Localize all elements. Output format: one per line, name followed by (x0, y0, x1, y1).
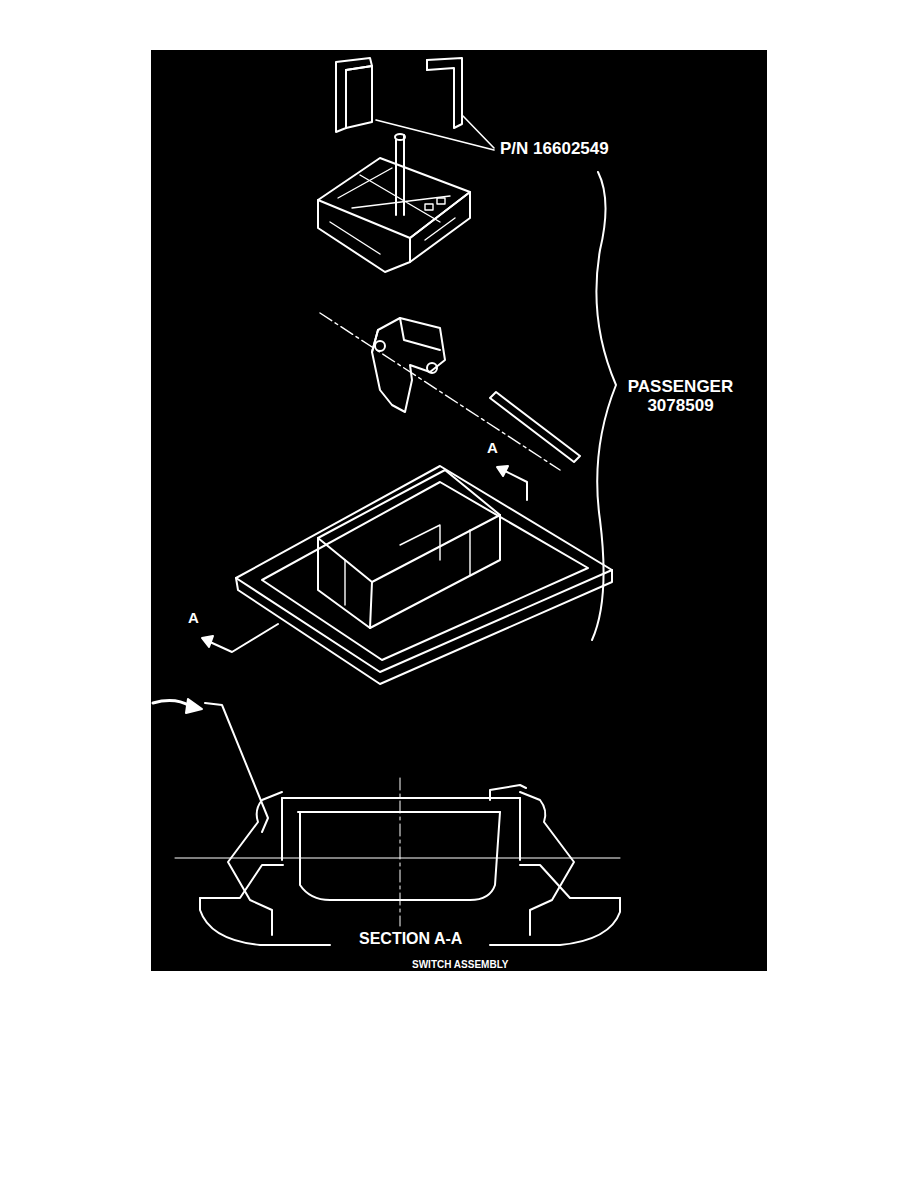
section-view (175, 778, 620, 945)
bezel-housing (236, 466, 612, 672)
rocker-actuator (375, 341, 385, 351)
group-brace (592, 172, 616, 640)
removal-tool (153, 701, 190, 706)
group-brace (592, 172, 616, 640)
section-arrow (505, 471, 527, 500)
pivot-axis (320, 313, 560, 470)
bezel-housing (318, 470, 500, 538)
retaining-clip (426, 60, 428, 70)
bezel-housing (318, 515, 500, 628)
section-view (300, 812, 500, 900)
rocker-actuator (372, 318, 445, 412)
figure-caption: SWITCH ASSEMBLY (412, 959, 509, 970)
section-arrow (202, 466, 527, 652)
bezel-housing (236, 466, 612, 684)
section-view (282, 797, 520, 799)
section-marker: A (188, 610, 199, 627)
section-arrow (202, 636, 213, 647)
pivot-pin (490, 392, 580, 462)
leader-line (376, 116, 494, 150)
section-view (400, 778, 401, 926)
section-marker: A (487, 440, 498, 457)
retaining-clip (336, 58, 462, 132)
section-view (490, 785, 526, 800)
bezel-housing (236, 570, 612, 684)
switch-block (437, 198, 445, 204)
bezel-housing (262, 482, 588, 660)
removal-tool (205, 703, 268, 832)
retaining-clip (346, 66, 372, 128)
switch-block (395, 134, 405, 140)
section-arrow (210, 624, 278, 652)
bezel-housing (318, 515, 500, 628)
switch-block (425, 204, 433, 210)
rocker-actuator (372, 318, 440, 352)
retaining-clip (427, 58, 462, 128)
rocker-actuator (427, 363, 437, 373)
pivot-axis (320, 313, 560, 470)
section-view (282, 798, 520, 860)
switch-block (410, 192, 470, 262)
leader-line (376, 120, 494, 150)
section-view (520, 792, 574, 935)
switch-block (338, 168, 450, 222)
section-view (298, 811, 500, 813)
section-view (200, 898, 330, 945)
switch-block (318, 134, 470, 272)
leader-line (463, 116, 494, 148)
switch-block (318, 158, 470, 238)
section-view (490, 898, 620, 945)
switch-block (330, 218, 455, 254)
removal-tool (153, 699, 268, 832)
section-title: SECTION A-A (359, 930, 462, 948)
switch-block (396, 135, 404, 215)
section-arrow (497, 466, 508, 476)
part-group-label: PASSENGER 3078509 (618, 378, 743, 415)
part-number: P/N 16602549 (500, 140, 609, 159)
section-view (200, 865, 283, 898)
pivot-pin (490, 392, 580, 462)
section-view (228, 792, 282, 935)
removal-tool (186, 699, 202, 713)
rocker-actuator (372, 318, 445, 412)
retaining-clip (336, 58, 372, 132)
section-view (175, 858, 620, 859)
bezel-housing (345, 525, 470, 605)
